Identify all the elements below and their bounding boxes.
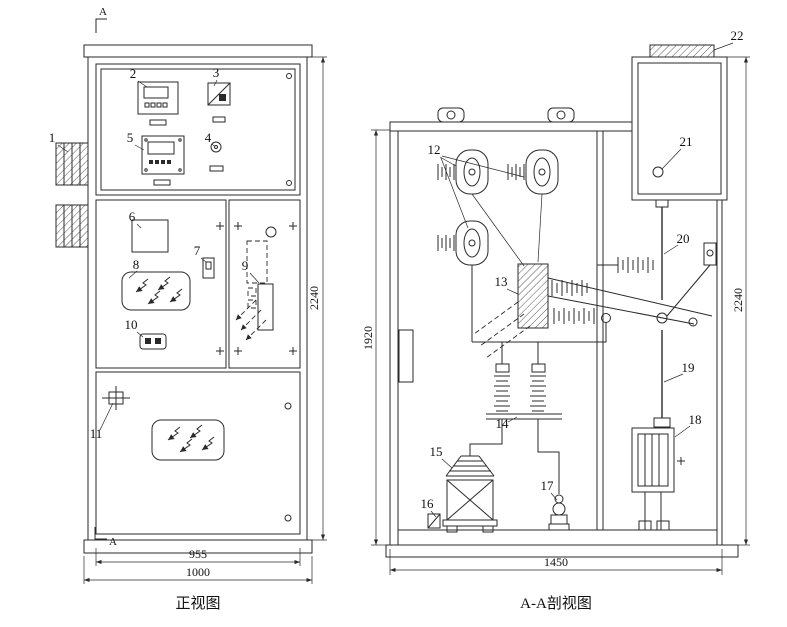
dim-front-height: 2240 <box>307 286 321 310</box>
callout-18: 18 <box>674 412 702 438</box>
svg-text:18: 18 <box>689 412 702 427</box>
part-16-floor-bracket <box>427 513 441 529</box>
part-20-operating-rod <box>597 199 717 327</box>
svg-text:5: 5 <box>127 130 134 145</box>
front-view: A A 955 1000 2240 正视图 <box>55 6 327 612</box>
svg-text:13: 13 <box>495 274 508 289</box>
conductor-lines <box>398 265 607 494</box>
section-marker-bottom: A <box>94 527 117 548</box>
part-18-mechanism-box <box>631 427 685 531</box>
section-enclosure <box>385 107 739 558</box>
callout-1: 1 <box>49 130 69 153</box>
callout-19: 19 <box>663 360 695 383</box>
svg-text:10: 10 <box>125 317 138 332</box>
part-3-indicator <box>207 82 231 123</box>
part-22-vent-strip <box>649 44 715 58</box>
cable-compartment-door <box>95 371 301 535</box>
part-7-lock <box>202 257 215 279</box>
svg-text:15: 15 <box>430 444 443 459</box>
svg-text:22: 22 <box>731 28 744 43</box>
part-11-interlock-handle <box>102 386 130 410</box>
part-4-button <box>209 141 224 172</box>
part-12-bushings <box>437 149 559 266</box>
callout-10: 10 <box>125 317 144 338</box>
part-15-current-transformer <box>442 455 498 533</box>
dim-section-width: 1450 <box>544 555 568 569</box>
dim-front-inner-width: 955 <box>189 547 207 561</box>
svg-text:8: 8 <box>133 257 140 272</box>
section-view-title: A-A剖视图 <box>520 595 592 612</box>
callouts: 1 2 3 4 5 6 7 8 9 10 11 12 13 14 15 16 1… <box>49 28 744 518</box>
callout-14: 14 <box>496 416 518 431</box>
front-cabinet-outline <box>83 44 313 554</box>
svg-text:4: 4 <box>205 130 212 145</box>
callout-15: 15 <box>430 444 453 469</box>
part-9-interlock-mechanism <box>235 240 274 341</box>
middle-compartment <box>95 199 301 369</box>
svg-text:12: 12 <box>428 142 441 157</box>
svg-text:6: 6 <box>129 209 136 224</box>
dim-section-inner-height: 1920 <box>361 326 375 350</box>
callout-11: 11 <box>90 402 114 441</box>
section-view: 1920 2240 1450 A-A剖视图 <box>361 44 750 612</box>
front-view-title: 正视图 <box>175 595 220 612</box>
section-marker-top-label: A <box>99 6 107 18</box>
svg-text:11: 11 <box>90 426 103 441</box>
part-13-circuit-breaker <box>471 193 713 359</box>
callout-21: 21 <box>661 134 693 170</box>
part-6-window <box>131 219 169 253</box>
part-17-actuator <box>548 494 570 531</box>
section-marker-top: A <box>95 6 107 33</box>
part-2-multifunction-meter <box>137 81 179 126</box>
svg-text:20: 20 <box>677 231 690 246</box>
lower-observation-window <box>151 419 225 461</box>
callout-22: 22 <box>713 28 744 51</box>
callout-6: 6 <box>129 209 142 229</box>
callout-2: 2 <box>130 66 148 88</box>
section-marker-bottom-label: A <box>109 536 117 548</box>
part-19-lower-rod <box>653 330 671 428</box>
callout-16: 16 <box>421 496 437 518</box>
callout-3: 3 <box>213 65 220 87</box>
dim-section-outer-height: 2240 <box>731 288 745 312</box>
front-dimensions: 955 1000 2240 <box>83 56 327 584</box>
part-21-top-box <box>631 44 728 201</box>
svg-text:14: 14 <box>496 416 510 431</box>
svg-text:19: 19 <box>682 360 695 375</box>
instrument-compartment-door <box>95 63 301 196</box>
callout-17: 17 <box>541 478 558 501</box>
part-8-observation-window <box>121 271 191 311</box>
svg-text:7: 7 <box>194 243 201 258</box>
callout-5: 5 <box>127 130 145 151</box>
svg-text:16: 16 <box>421 496 435 511</box>
part-5-protection-relay <box>141 135 185 186</box>
svg-text:1: 1 <box>49 130 56 145</box>
part-1-cable-glands <box>55 142 89 248</box>
callout-7: 7 <box>194 243 207 263</box>
svg-text:17: 17 <box>541 478 555 493</box>
svg-text:3: 3 <box>213 65 220 80</box>
callout-13: 13 <box>495 274 519 295</box>
callout-12: 12 <box>428 142 525 229</box>
svg-text:9: 9 <box>242 258 249 273</box>
svg-text:21: 21 <box>680 134 693 149</box>
callout-20: 20 <box>663 231 690 255</box>
dim-front-outer-width: 1000 <box>186 565 210 579</box>
callout-8: 8 <box>128 257 140 279</box>
part-10-socket <box>139 333 167 350</box>
part-14-support-insulators <box>486 363 562 420</box>
callout-4: 4 <box>205 130 215 147</box>
section-dimensions: 1920 2240 1450 <box>361 56 750 575</box>
svg-text:2: 2 <box>130 66 137 81</box>
callout-9: 9 <box>242 258 260 284</box>
